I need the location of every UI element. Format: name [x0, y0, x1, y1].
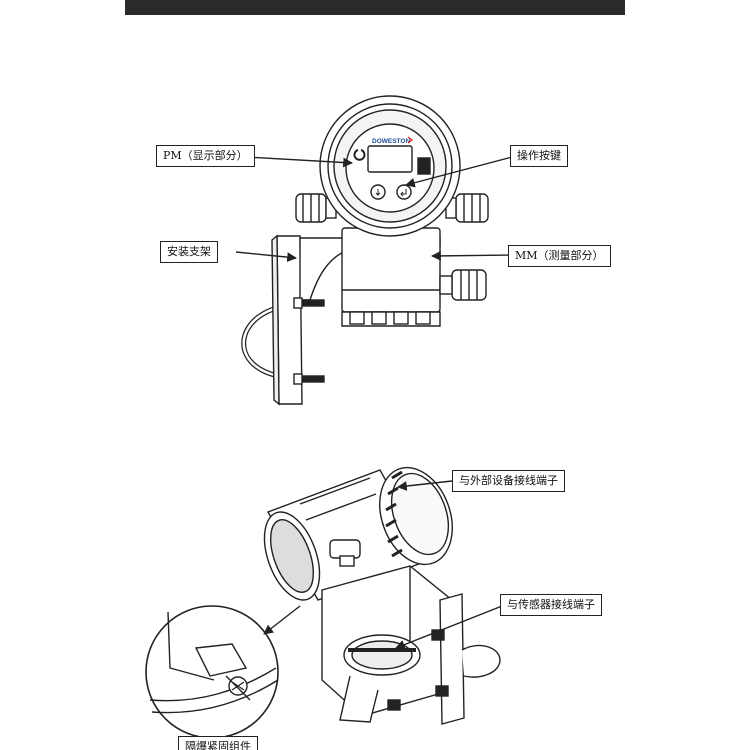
label-external-terminal: 与外部设备接线端子	[452, 470, 565, 492]
bolt	[299, 299, 325, 307]
lcd-screen	[367, 145, 413, 173]
label-measuring-part: MM（测量部分）	[508, 245, 611, 267]
bolt	[299, 375, 325, 383]
label-display-part: PM（显示部分）	[156, 145, 255, 167]
label-mounting-bracket: 安装支架	[160, 241, 218, 263]
leader-measuring	[431, 250, 511, 261]
brand-logo: DOWESTON	[372, 138, 410, 145]
logo-chevron-icon	[407, 136, 414, 144]
cable-gland-left	[295, 193, 337, 223]
cable-gland-lower	[439, 269, 487, 301]
terminal-view-drawing	[145, 466, 503, 739]
leader-sensor-terminal	[395, 605, 503, 650]
leader-magnifier	[263, 605, 301, 635]
button-enter	[396, 184, 412, 200]
label-partition-screw: 隔爆紧固组件	[178, 736, 258, 750]
front-view-drawing	[235, 95, 513, 406]
leader-bracket	[235, 251, 297, 262]
label-operation-keys: 操作按键	[510, 145, 568, 167]
label-sensor-terminal: 与传感器接线端子	[500, 594, 602, 616]
leader-keys	[405, 156, 513, 188]
top-banner-bar	[125, 0, 625, 15]
leader-display	[245, 156, 353, 168]
measuring-housing	[341, 227, 441, 313]
leader-external-terminal	[397, 480, 453, 491]
